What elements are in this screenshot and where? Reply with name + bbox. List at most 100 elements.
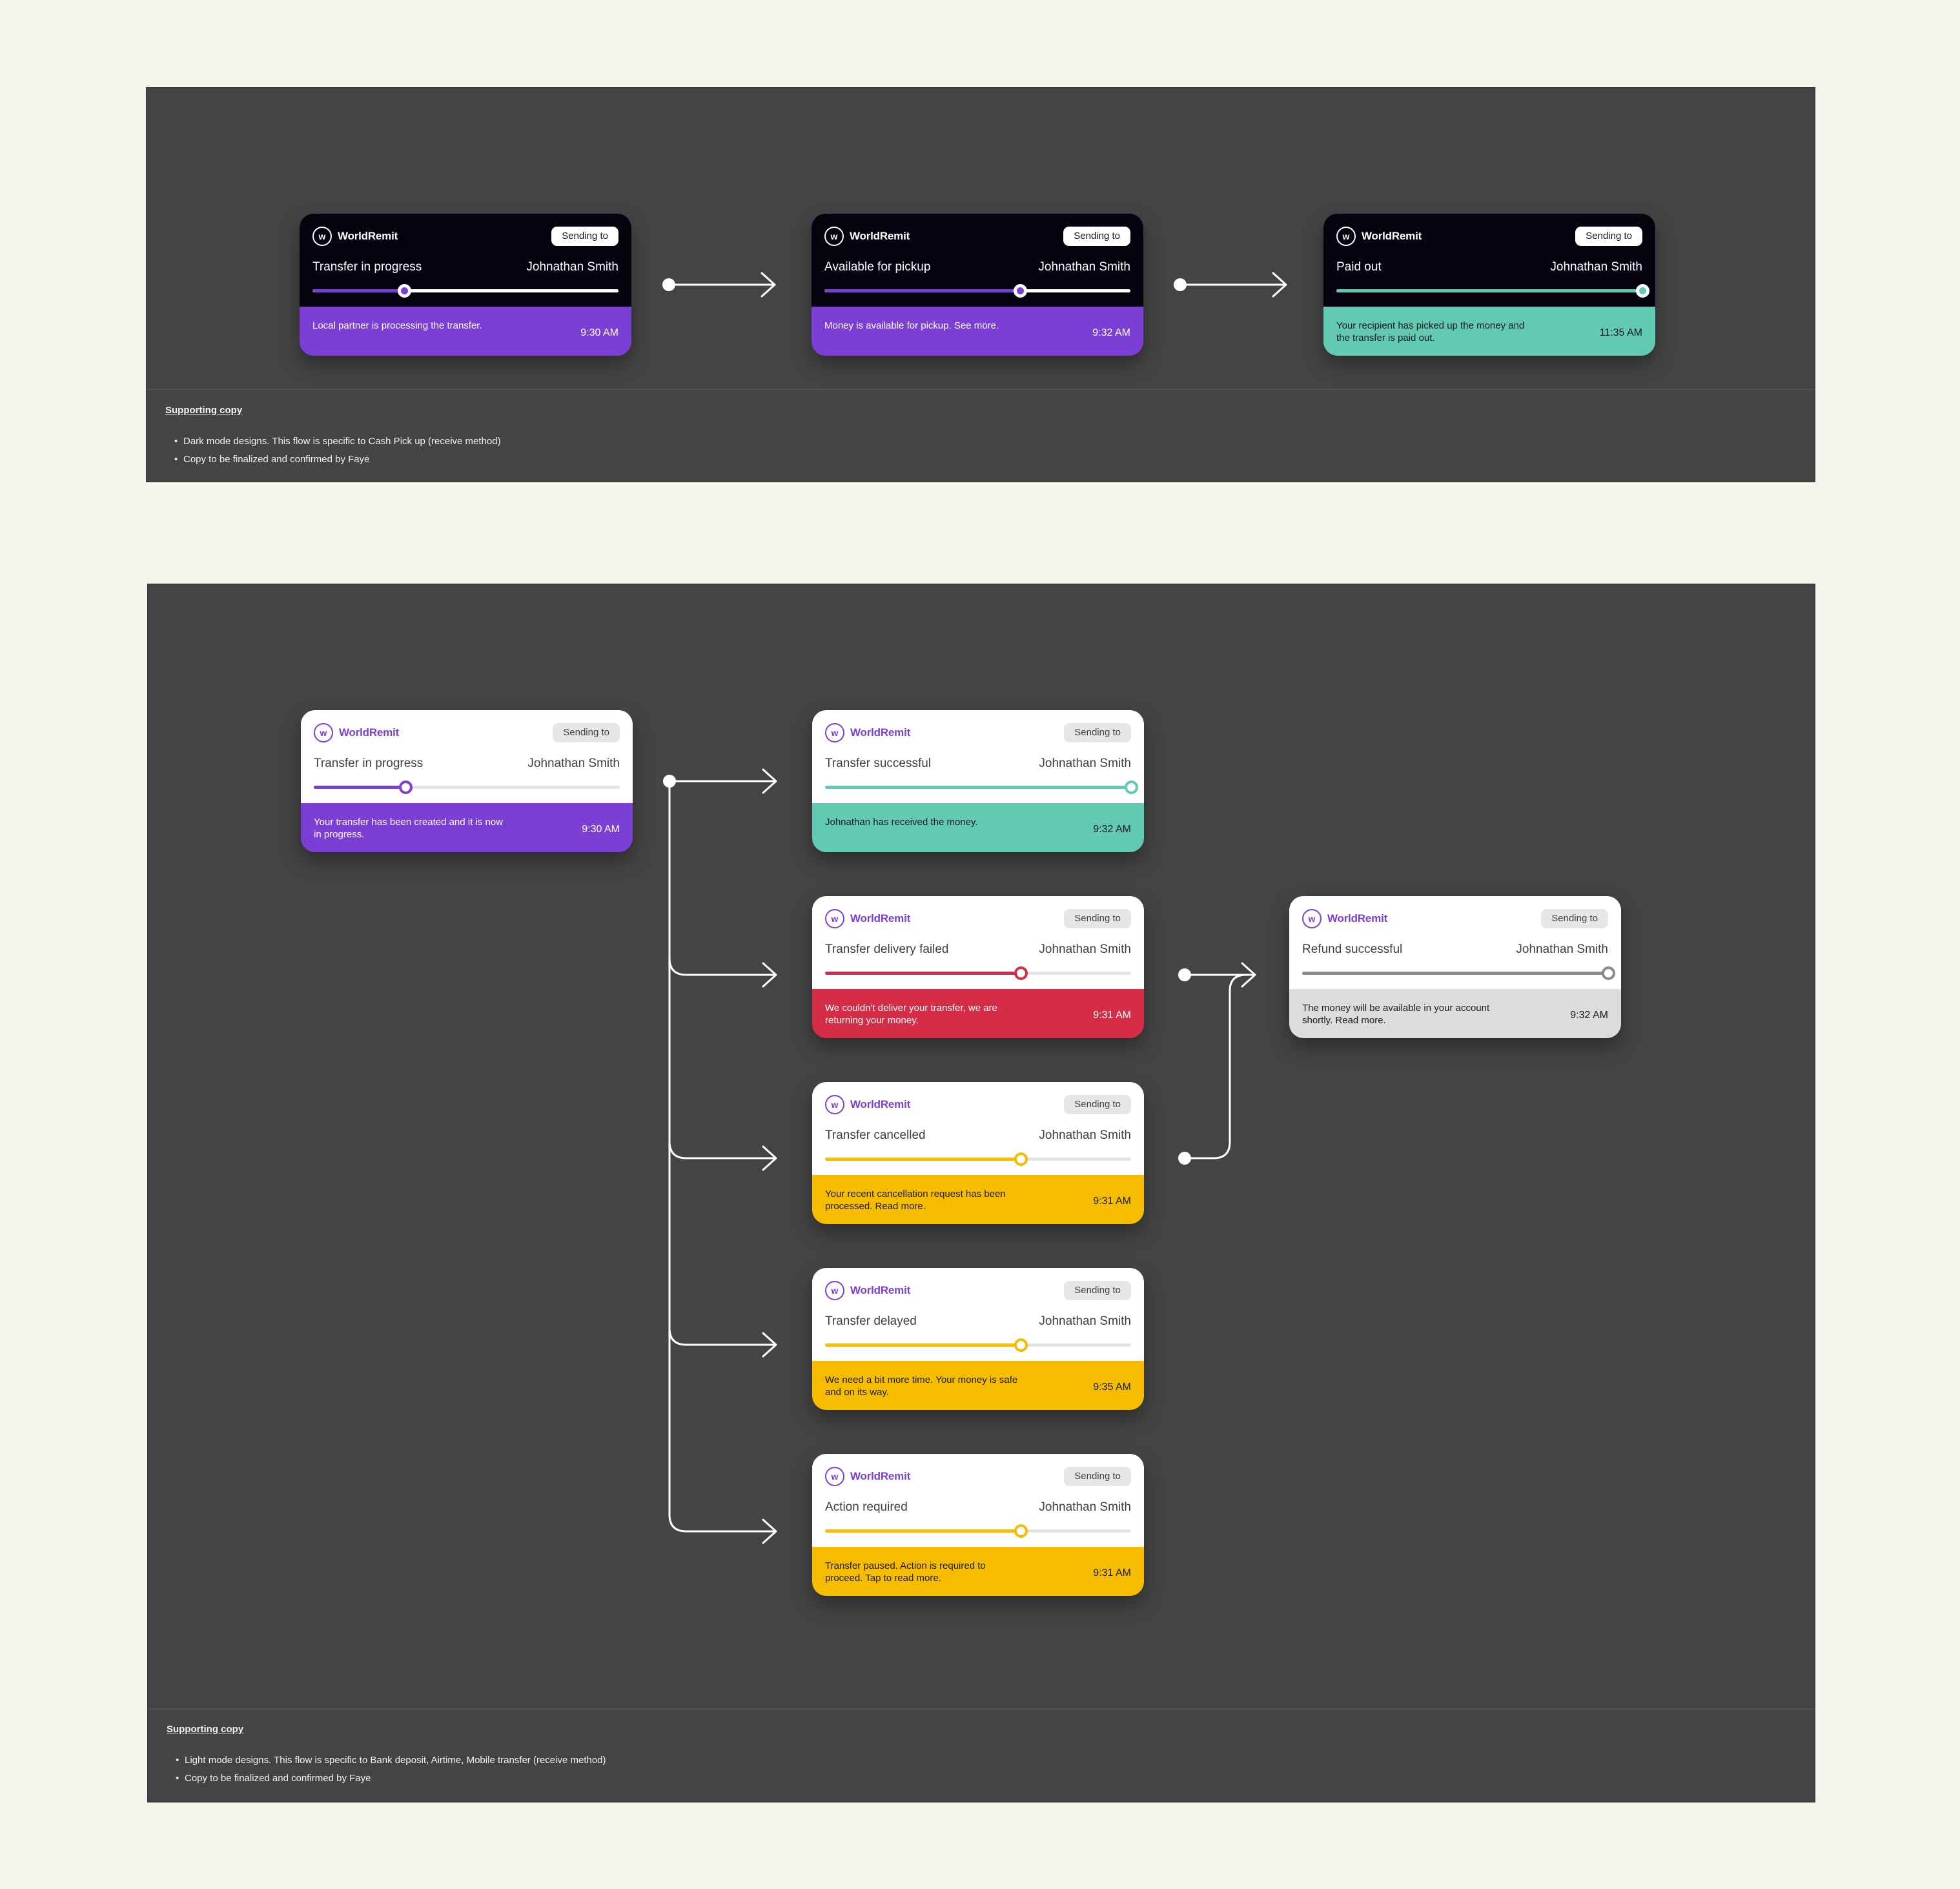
supporting-notes: Light mode designs. This flow is specifi… <box>167 1751 606 1788</box>
transfer-status: Action required <box>825 1500 908 1514</box>
progress-track <box>1302 966 1615 980</box>
transfer-status: Transfer successful <box>825 757 932 770</box>
brand-logo: w WorldRemit <box>825 1467 910 1486</box>
recipient-name: Johnathan Smith <box>1039 943 1131 956</box>
supporting-copy: Supporting copy Light mode designs. This… <box>167 1724 606 1788</box>
brand-name: WorldRemit <box>339 726 400 739</box>
worldremit-logo-icon: w <box>825 909 844 928</box>
sending-to-badge: Sending to <box>1064 1281 1131 1300</box>
transfer-status: Transfer delivery failed <box>825 943 949 956</box>
brand-name: WorldRemit <box>850 1470 911 1482</box>
panel-divider <box>147 389 1814 390</box>
progress-track <box>825 1338 1131 1352</box>
progress-track <box>314 781 620 794</box>
supporting-note: Copy to be finalized and confirmed by Fa… <box>176 1770 606 1788</box>
progress-track <box>825 1524 1131 1538</box>
progress-knob <box>1014 1152 1028 1166</box>
card-message-bar: The money will be available in your acco… <box>1289 989 1621 1038</box>
supporting-copy: Supporting copy Dark mode designs. This … <box>165 405 501 469</box>
brand-name: WorldRemit <box>850 230 910 242</box>
sending-to-badge: Sending to <box>1064 1095 1131 1114</box>
timestamp: 9:30 AM <box>582 824 620 835</box>
recipient-name: Johnathan Smith <box>1038 260 1130 274</box>
timestamp: 9:32 AM <box>1570 1010 1608 1021</box>
brand-name: WorldRemit <box>850 912 911 924</box>
sending-to-badge: Sending to <box>1064 723 1131 742</box>
progress-knob <box>1014 284 1028 298</box>
card-message-bar: We need a bit more time. Your money is s… <box>812 1361 1144 1410</box>
progress-track <box>824 284 1130 298</box>
card-message-bar: We couldn't deliver your transfer, we ar… <box>812 989 1144 1038</box>
progress-fill <box>825 1343 1021 1347</box>
progress-knob <box>1636 284 1649 298</box>
sending-to-badge: Sending to <box>1575 227 1642 246</box>
progress-fill <box>825 786 1131 789</box>
status-message: We need a bit more time. Your money is s… <box>825 1374 1018 1398</box>
status-message: Money is available for pickup. See more. <box>824 320 999 331</box>
recipient-name: Johnathan Smith <box>1039 757 1131 770</box>
transfer-status: Available for pickup <box>824 260 931 274</box>
worldremit-logo-icon: w <box>1302 909 1322 928</box>
sending-to-badge: Sending to <box>1063 227 1130 246</box>
brand-name: WorldRemit <box>1327 912 1388 924</box>
sending-to-badge: Sending to <box>1064 1467 1131 1486</box>
status-message: Your transfer has been created and it is… <box>314 817 503 840</box>
progress-track <box>312 284 618 298</box>
worldremit-logo-icon: w <box>825 1467 844 1486</box>
merge-connector <box>1178 962 1256 1165</box>
card-message-bar: Transfer paused. Action is required to p… <box>812 1547 1144 1596</box>
card-message-bar: Your recipient has picked up the money a… <box>1323 307 1655 356</box>
progress-fill <box>312 289 405 292</box>
recipient-name: Johnathan Smith <box>1516 943 1608 956</box>
worldremit-logo-icon: w <box>825 1095 844 1114</box>
progress-fill <box>825 1158 1021 1161</box>
brand-name: WorldRemit <box>850 726 911 739</box>
brand-logo: w WorldRemit <box>825 1095 910 1114</box>
timestamp: 9:32 AM <box>1092 327 1130 338</box>
progress-knob <box>399 781 413 794</box>
supporting-note: Copy to be finalized and confirmed by Fa… <box>174 451 501 469</box>
worldremit-logo-icon: w <box>1336 227 1356 246</box>
notification-card[interactable]: w WorldRemit Sending to Action required John… <box>812 1454 1144 1596</box>
status-message: The money will be available in your acco… <box>1302 1003 1490 1026</box>
panel-divider <box>148 1708 1814 1710</box>
recipient-name: Johnathan Smith <box>527 757 620 770</box>
recipient-name: Johnathan Smith <box>1039 1500 1131 1514</box>
brand-logo: w WorldRemit <box>825 909 910 928</box>
supporting-notes: Dark mode designs. This flow is specific… <box>165 433 501 469</box>
supporting-copy-title: Supporting copy <box>165 405 243 416</box>
recipient-name: Johnathan Smith <box>526 260 618 274</box>
timestamp: 9:30 AM <box>580 327 618 338</box>
status-message: Local partner is processing the transfer… <box>312 320 482 331</box>
progress-knob <box>1602 966 1615 980</box>
brand-name: WorldRemit <box>850 1098 911 1110</box>
status-message: Your recent cancellation request has bee… <box>825 1189 1006 1212</box>
flow-arrow <box>662 272 776 298</box>
progress-knob <box>1014 966 1028 980</box>
brand-logo: w WorldRemit <box>1302 909 1387 928</box>
progress-knob <box>1014 1338 1028 1352</box>
transfer-status: Transfer in progress <box>312 260 422 274</box>
card-header: w WorldRemit Sending to Action required John… <box>812 1454 1144 1547</box>
timestamp: 9:31 AM <box>1093 1196 1131 1207</box>
worldremit-logo-icon: w <box>825 1281 844 1300</box>
card-message-bar: Your transfer has been created and it is… <box>301 803 633 852</box>
